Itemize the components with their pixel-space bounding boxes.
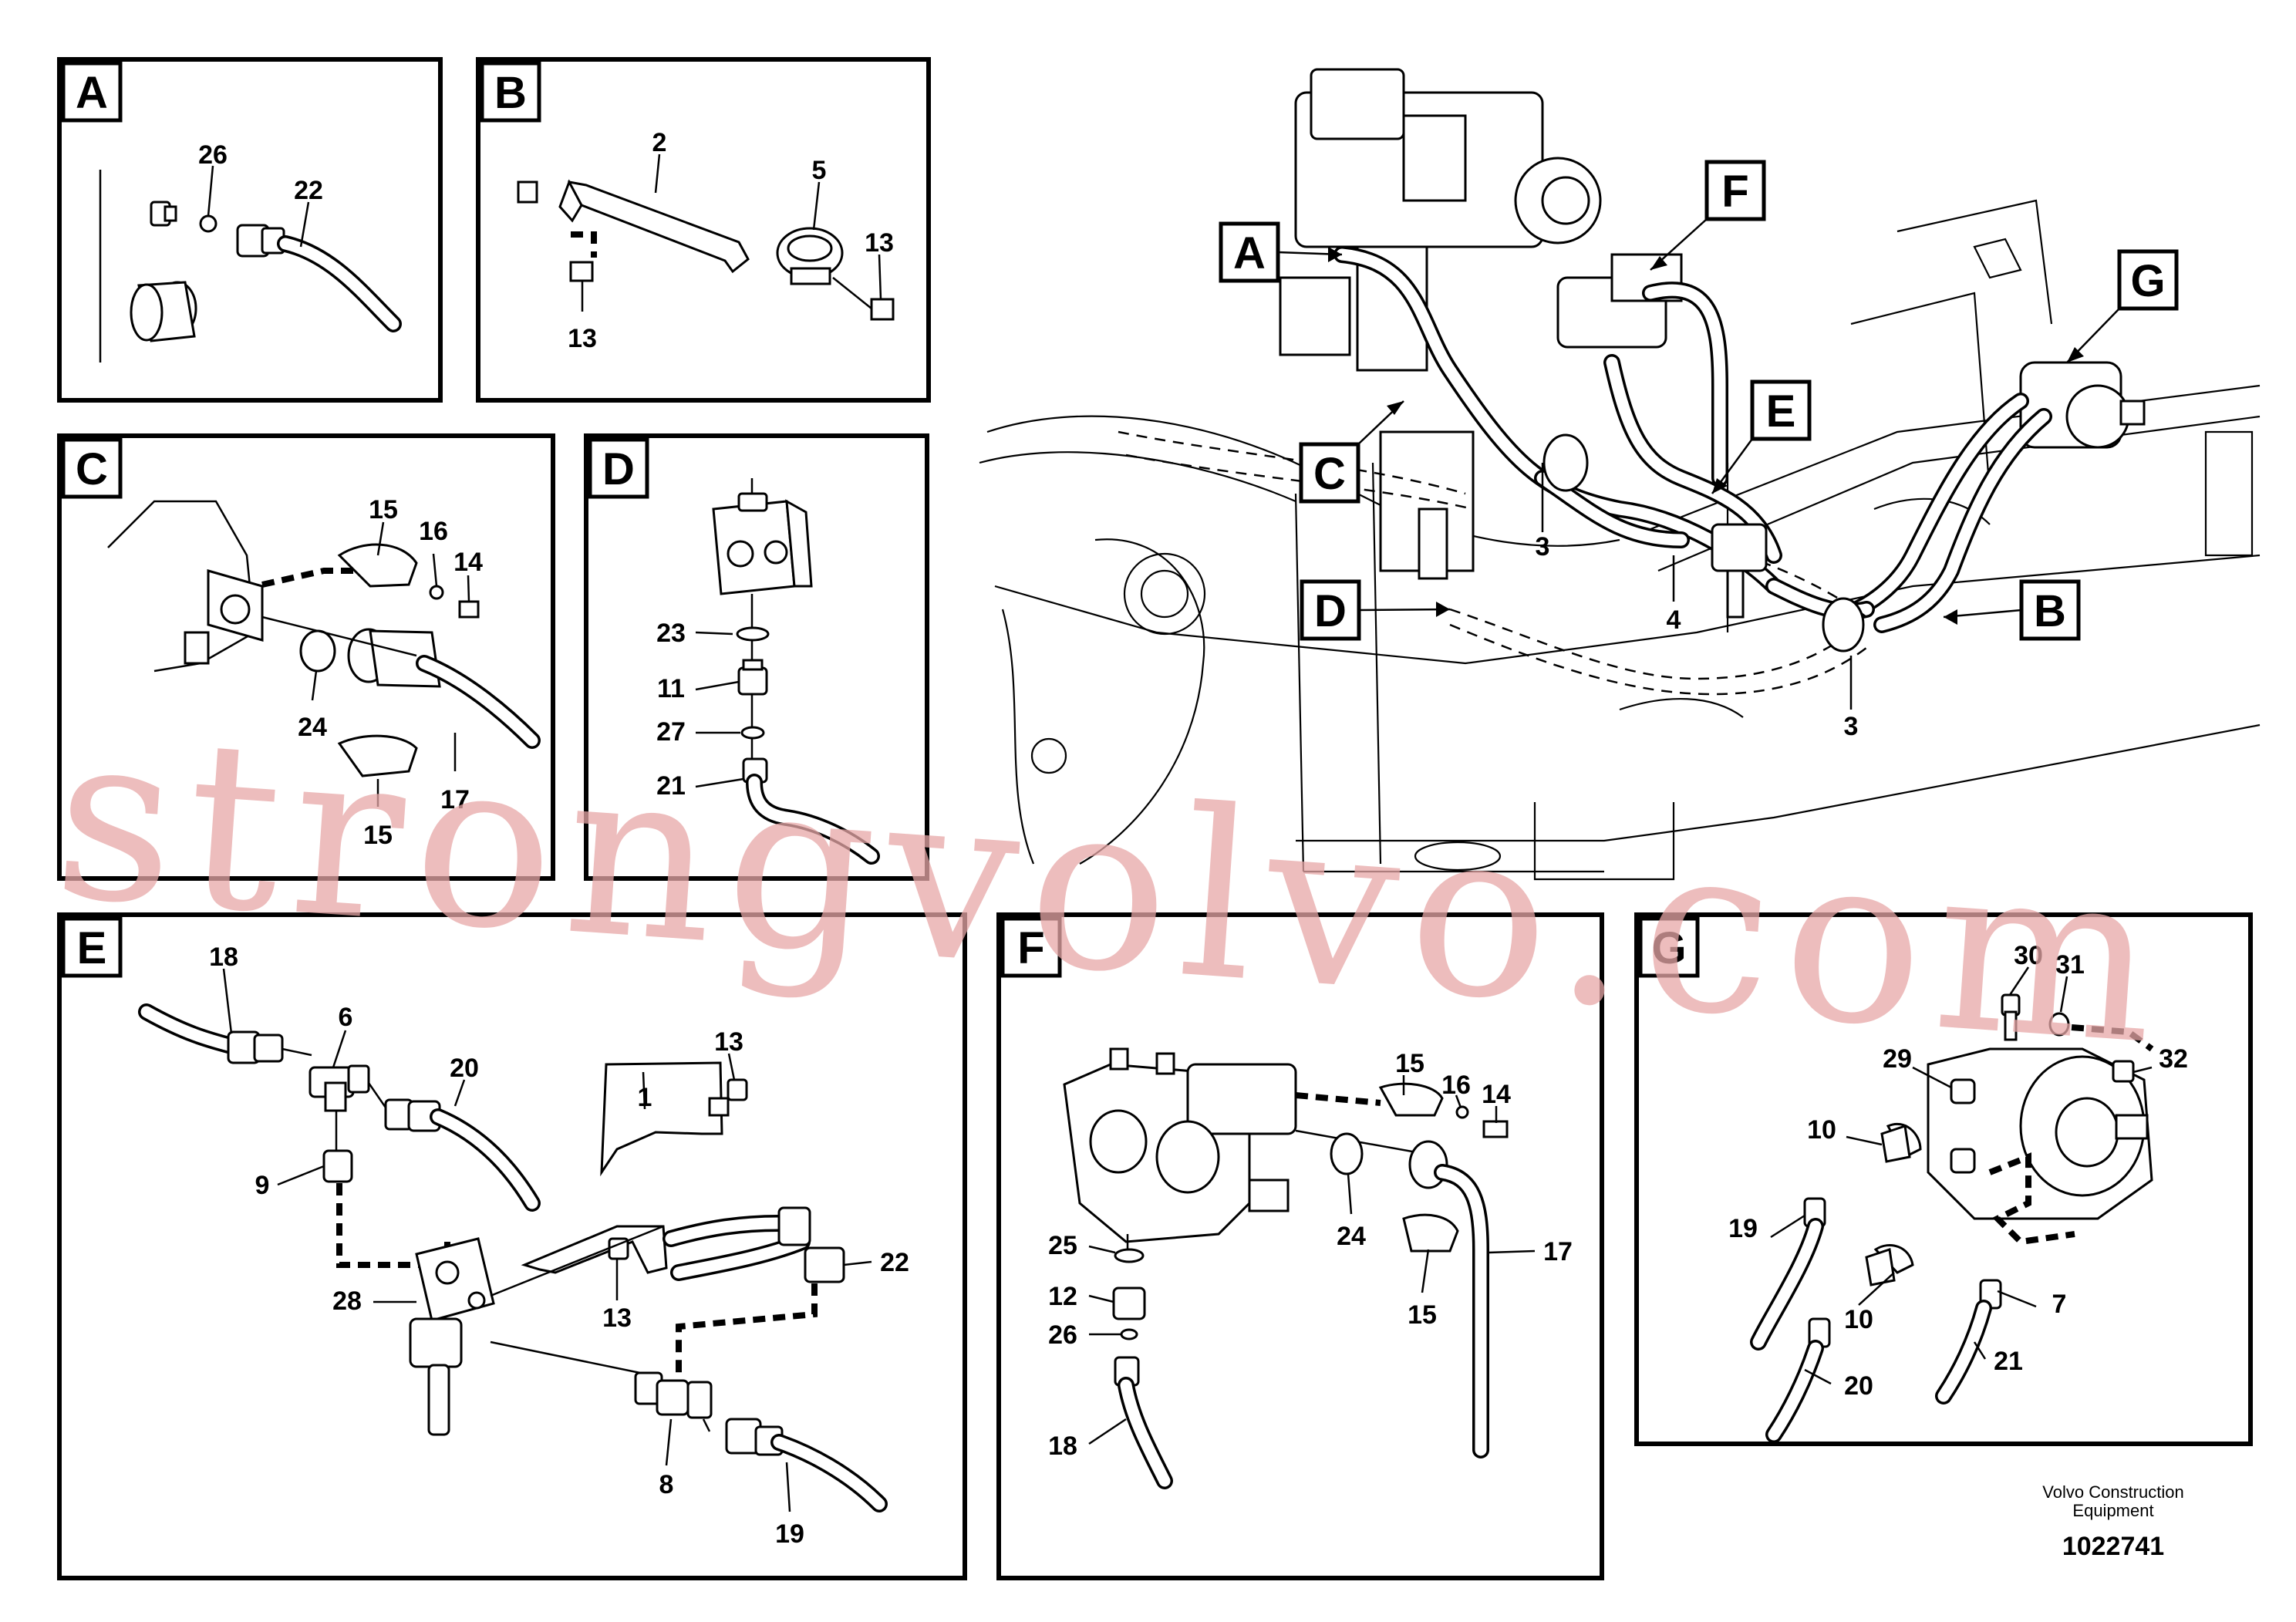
panel-A-label-26: 26 — [198, 140, 228, 170]
panel-F-label-14: 14 — [1482, 1080, 1511, 1109]
panel-E-label-1: 1 — [638, 1083, 652, 1112]
panel-G: G 30 31 29 32 10 19 — [1634, 912, 2253, 1446]
panel-D-tag: D — [602, 444, 635, 494]
panel-G-label-20: 20 — [1844, 1371, 1873, 1401]
panel-G-label-30: 30 — [2014, 941, 2043, 970]
panel-F-label-15a: 15 — [1395, 1049, 1424, 1078]
panel-C: C 15 16 14 24 17 15 — [57, 433, 555, 881]
panel-E-label-19: 19 — [775, 1519, 804, 1549]
panel-E-label-18: 18 — [209, 943, 238, 972]
panel-B: B 2 5 13 13 — [476, 57, 931, 403]
panel-C-label-17: 17 — [440, 785, 470, 814]
panel-B-label-13a: 13 — [865, 228, 894, 258]
document-number: 1022741 — [2062, 1532, 2164, 1561]
panel-E-label-9: 9 — [255, 1171, 270, 1200]
panel-D-label-23: 23 — [656, 619, 686, 648]
panel-G-label-10a: 10 — [1807, 1115, 1836, 1145]
panel-C-label-24: 24 — [298, 713, 327, 742]
panel-G-label-21: 21 — [1994, 1347, 2023, 1376]
footer-block: Volvo Construction Equipment 1022741 — [2042, 1482, 2183, 1561]
callout-C: C — [1313, 449, 1346, 499]
panel-G-label-7: 7 — [2052, 1290, 2067, 1319]
panel-A-label-22: 22 — [294, 176, 323, 205]
panel-F-label-16: 16 — [1441, 1071, 1471, 1100]
panel-D-label-11: 11 — [657, 674, 685, 703]
panel-E-label-13a: 13 — [714, 1027, 743, 1057]
panel-E-label-22: 22 — [880, 1248, 909, 1277]
panel-C-label-16: 16 — [419, 517, 448, 546]
company-line-1: Volvo Construction — [2042, 1482, 2183, 1502]
company-line-2: Equipment — [2072, 1501, 2153, 1520]
overview-label-3a: 3 — [1536, 532, 1550, 561]
callout-D: D — [1314, 586, 1347, 636]
panel-A: A 26 22 — [57, 57, 443, 403]
panel-C-tag: C — [76, 444, 108, 494]
callout-A: A — [1233, 228, 1266, 278]
panel-F-label-18: 18 — [1048, 1431, 1077, 1461]
panel-G-label-10b: 10 — [1844, 1305, 1873, 1334]
panel-F-label-12: 12 — [1048, 1282, 1077, 1311]
panel-B-label-2: 2 — [652, 128, 667, 157]
panel-D-label-21: 21 — [656, 771, 686, 801]
panel-E-label-28: 28 — [332, 1286, 362, 1316]
watermark: strongvolvo.com — [47, 680, 2176, 1097]
panel-C-label-14: 14 — [453, 548, 483, 577]
panel-C-label-15a: 15 — [369, 495, 398, 524]
panel-A-tag: A — [76, 68, 108, 118]
panel-E-label-6: 6 — [339, 1003, 353, 1032]
panel-F-label-15b: 15 — [1408, 1300, 1437, 1330]
overview-label-4: 4 — [1667, 605, 1681, 635]
panel-F-label-26: 26 — [1048, 1320, 1077, 1350]
panel-D: D 23 11 27 21 — [584, 433, 929, 881]
panel-G-tag: G — [1651, 923, 1686, 973]
callout-B: B — [2034, 586, 2066, 636]
panel-E-label-13b: 13 — [602, 1303, 632, 1333]
panel-B-tag: B — [494, 68, 527, 118]
panel-E-tag: E — [77, 923, 107, 973]
panel-G-label-31: 31 — [2055, 950, 2085, 980]
panel-G-label-19: 19 — [1728, 1214, 1758, 1243]
panel-B-label-13b: 13 — [568, 324, 597, 353]
panel-E-label-20: 20 — [450, 1054, 479, 1083]
panel-B-label-5: 5 — [812, 156, 827, 185]
overview-label-3b: 3 — [1844, 712, 1859, 741]
panel-F-label-25: 25 — [1048, 1231, 1077, 1260]
panel-F-label-24: 24 — [1337, 1222, 1366, 1251]
panel-G-label-29: 29 — [1883, 1044, 1912, 1074]
overview-drawing: A F G E C D B 3 4 3 — [979, 68, 2261, 881]
callout-G: G — [2130, 256, 2165, 306]
panel-C-label-15b: 15 — [363, 821, 393, 850]
panel-E: E — [57, 912, 967, 1580]
panel-F-label-17: 17 — [1543, 1237, 1573, 1266]
callout-F: F — [1721, 167, 1748, 217]
panel-F: F 15 16 14 25 24 17 — [996, 912, 1604, 1580]
callout-E: E — [1766, 386, 1796, 437]
panel-E-label-8: 8 — [659, 1470, 674, 1499]
panel-F-tag: F — [1017, 923, 1044, 973]
panel-D-label-27: 27 — [656, 717, 686, 747]
panel-G-label-32: 32 — [2159, 1044, 2188, 1074]
